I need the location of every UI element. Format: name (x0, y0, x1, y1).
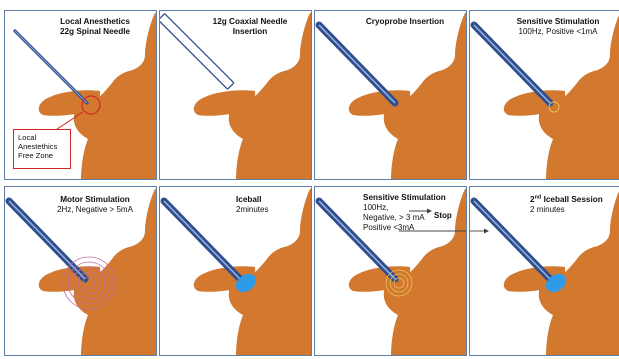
panel-4-line1: Sensitive Stimulation (500, 17, 616, 27)
panel-sensitive-stimulation-2: Sensitive Stimulation 100Hz, Negative, >… (314, 186, 467, 356)
panel-4-line2: 100Hz, Positive <1mA (500, 27, 616, 37)
callout-line3: Free Zone (18, 151, 66, 160)
panel-iceball: Iceball 2minutes (159, 186, 312, 356)
panel-3-title: Cryoprobe Insertion (355, 17, 455, 27)
panel-3-illustration (315, 11, 467, 180)
spinal-needle-highlight (15, 31, 87, 103)
panel-6-line2: 2minutes (236, 205, 268, 215)
panel-6-line1: Iceball (236, 195, 262, 205)
panel-8-line1: 2nd Iceball Session (530, 195, 603, 205)
panel-8-line2: 2 minutes (530, 205, 565, 215)
callout-line2: Anestethics (18, 142, 66, 151)
panel-7-line3: Negative, > 3 mA (363, 213, 425, 223)
panel-7-line2: 100Hz, (363, 203, 388, 213)
panel-5-line1: Motor Stimulation (37, 195, 153, 205)
cryoprobe-highlight (319, 25, 395, 103)
panel-7-line4: Positive <3mA (363, 223, 414, 233)
stop-label: Stop (434, 211, 452, 220)
panel-motor-stimulation: Motor Stimulation 2Hz, Negative > 5mA (4, 186, 157, 356)
panel-2-title: 12g Coaxial Needle Insertion (200, 17, 300, 37)
panel-1-line1: Local Anesthetics (45, 17, 145, 27)
panel-local-anesthetics: Local Anesthetics 22g Spinal Needle Loca… (4, 10, 157, 180)
panel-1-line2: 22g Spinal Needle (45, 27, 145, 37)
local-anesthetics-free-zone-box: Local Anestethics Free Zone (13, 129, 71, 169)
panel-cryoprobe-insertion: Cryoprobe Insertion (314, 10, 467, 180)
panel-coaxial-needle: 12g Coaxial Needle Insertion (159, 10, 312, 180)
panel-1-title: Local Anesthetics 22g Spinal Needle (45, 17, 145, 37)
callout-line1: Local (18, 133, 66, 142)
panel-2-line2: Insertion (200, 27, 300, 37)
panel-7-line1: Sensitive Stimulation (363, 193, 446, 203)
panel-4-title: Sensitive Stimulation (500, 17, 616, 27)
panel-sensitive-stimulation-1: Sensitive Stimulation 100Hz, Positive <1… (469, 10, 619, 180)
panel-2-line1: 12g Coaxial Needle (200, 17, 300, 27)
panel-second-iceball: 2nd Iceball Session 2 minutes (469, 186, 619, 356)
panel-5-line2: 2Hz, Negative > 5mA (37, 205, 153, 215)
